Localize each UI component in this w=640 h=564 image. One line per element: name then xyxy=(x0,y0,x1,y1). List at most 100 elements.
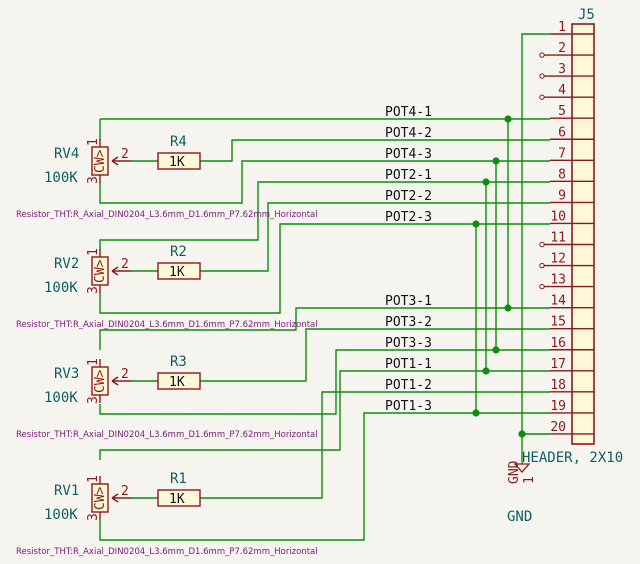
header-pin-number: 2 xyxy=(558,41,566,56)
no-connect-pin-icon xyxy=(539,283,545,290)
junction-dot xyxy=(482,367,490,375)
net-label: POT1-1 xyxy=(385,357,432,372)
junction-dot xyxy=(504,304,512,312)
wire-wipers xyxy=(132,160,158,499)
resistor-ref: R4 xyxy=(170,134,187,150)
gnd-pin-name: GND xyxy=(507,460,522,484)
pot-pin-number: 2 xyxy=(121,367,129,382)
resistor-body xyxy=(157,262,201,280)
header-pin-number: 8 xyxy=(558,167,566,182)
pot-body-label: CW> xyxy=(93,369,108,393)
header-pin-number: 16 xyxy=(550,336,566,351)
wire-pot2-1-link xyxy=(99,182,550,460)
pot-wiper-arrow-icon xyxy=(111,376,132,386)
header-pin-number: 17 xyxy=(550,357,566,372)
pot-body-label: CW> xyxy=(93,486,108,510)
pot-body xyxy=(91,256,109,286)
pot-body xyxy=(91,483,109,513)
junction-dot xyxy=(518,430,526,438)
header-pin-number: 20 xyxy=(550,420,566,435)
net-label: POT3-3 xyxy=(385,336,432,351)
header-body xyxy=(571,23,595,445)
pot-pin-number: 3 xyxy=(86,396,101,404)
wire-pot4-3 xyxy=(99,160,550,204)
header-pin-number: 19 xyxy=(550,399,566,414)
wire-pot1-2 xyxy=(200,391,550,499)
pot-pin-number: 1 xyxy=(86,248,101,256)
net-label: POT1-2 xyxy=(385,378,432,393)
pot-body-label: CW> xyxy=(93,259,108,283)
pot-pin-number: 1 xyxy=(86,358,101,366)
junction-dot xyxy=(472,220,480,228)
resistor-body xyxy=(157,152,201,170)
pot-pin-number: 3 xyxy=(86,176,101,184)
header-pin-number: 13 xyxy=(550,273,566,288)
potentiometer-rv2[interactable]: CW>132RV2100KResistor_THT:R_Axial_DIN020… xyxy=(16,248,318,330)
pot-pin-number: 2 xyxy=(121,484,129,499)
pot-value: 100K xyxy=(44,507,78,523)
pot-ref: RV4 xyxy=(54,146,79,162)
header-pin-number: 10 xyxy=(550,209,566,224)
no-connect-pin-icon xyxy=(539,52,545,58)
header-pin-number: 5 xyxy=(558,104,566,119)
gnd-label: GND xyxy=(507,509,532,525)
pot-wiper-arrow-icon xyxy=(111,266,132,276)
resistor-body xyxy=(157,372,201,390)
header-ref: J5 xyxy=(578,7,595,23)
header-pin-number: 3 xyxy=(558,62,566,77)
no-connect-pin-icon xyxy=(539,262,545,269)
net-label: POT2-1 xyxy=(385,168,432,183)
no-connect-pin-icon xyxy=(539,94,545,100)
pot-pin-number: 3 xyxy=(86,513,101,521)
pot-value: 100K xyxy=(44,280,78,296)
potentiometer-rv4[interactable]: CW>132RV4100KResistor_THT:R_Axial_DIN020… xyxy=(16,138,318,220)
resistor-value: 1K xyxy=(169,492,185,507)
wire-pot2-2 xyxy=(200,202,550,272)
net-label: POT1-3 xyxy=(385,399,432,414)
wire-pot4-1 xyxy=(99,118,550,140)
junction-dot xyxy=(504,115,512,123)
wire-pot3-3-link xyxy=(99,161,550,415)
gnd-symbol[interactable]: GND 1 GND xyxy=(507,460,537,525)
net-label: POT2-3 xyxy=(385,210,432,225)
header-pin-number: 14 xyxy=(550,294,566,309)
net-label: POT2-2 xyxy=(385,189,432,204)
resistor-value: 1K xyxy=(169,265,185,280)
pot-ref: RV2 xyxy=(54,256,79,272)
resistor-ref: R2 xyxy=(170,244,187,260)
wire-gnd xyxy=(521,33,550,464)
junctions xyxy=(472,115,526,438)
wire-pot3-2 xyxy=(200,328,550,382)
pot-pin-number: 3 xyxy=(86,286,101,294)
wire-pot2-3-link xyxy=(99,224,550,541)
no-connect-pin-icon xyxy=(539,73,545,79)
header-pin-number: 6 xyxy=(558,125,566,140)
header-pin-number: 7 xyxy=(558,146,566,161)
potentiometer-rv3[interactable]: CW>132RV3100KResistor_THT:R_Axial_DIN020… xyxy=(16,358,318,440)
pot-ref: RV3 xyxy=(54,366,79,382)
net-label: POT4-3 xyxy=(385,147,432,162)
net-label: POT4-1 xyxy=(385,105,432,120)
pot-pin-number: 1 xyxy=(86,138,101,146)
pot-value: 100K xyxy=(44,170,78,186)
net-label: POT3-2 xyxy=(385,315,432,330)
gnd-icon xyxy=(513,463,531,473)
header-pin-number: 12 xyxy=(550,252,566,267)
net-label: POT4-2 xyxy=(385,126,432,141)
footprint-label: Resistor_THT:R_Axial_DIN0204_L3.6mm_D1.6… xyxy=(16,430,318,440)
resistor-value: 1K xyxy=(169,375,185,390)
pot-pin-number: 2 xyxy=(121,147,129,162)
junction-dot xyxy=(492,346,500,354)
potentiometers: CW> 1 3 2 RV4 100K Resistor_THT:R_Axial_DIN020… xyxy=(16,134,318,557)
header-pin-number: 18 xyxy=(550,378,566,393)
junction-dot xyxy=(492,157,500,165)
potentiometer-rv1[interactable]: CW>132RV1100KResistor_THT:R_Axial_DIN020… xyxy=(16,475,318,557)
resistor-value: 1K xyxy=(169,155,185,170)
pot-pin-number: 2 xyxy=(121,257,129,272)
pot-ref: RV1 xyxy=(54,483,79,499)
